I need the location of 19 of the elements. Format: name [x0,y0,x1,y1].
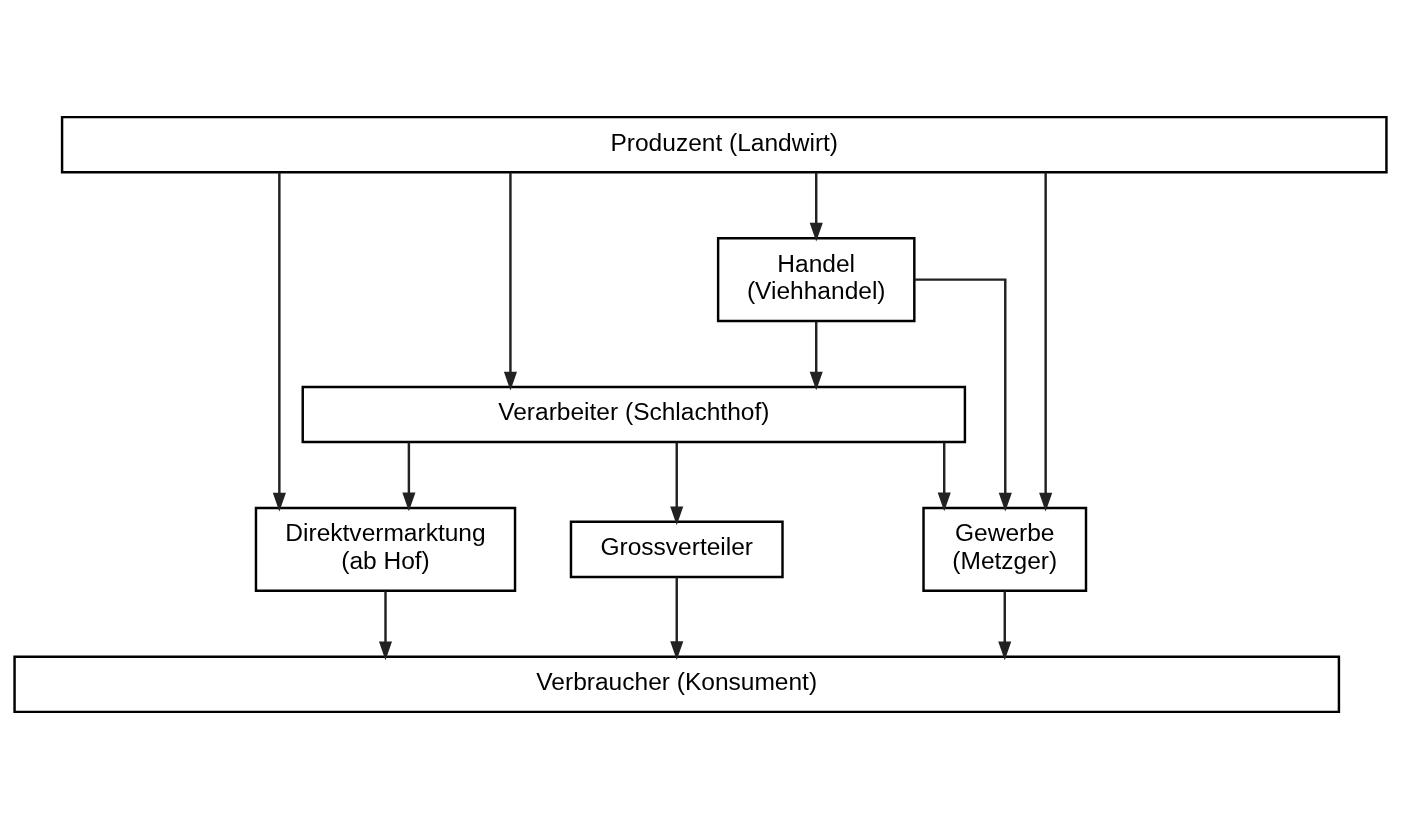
arrow [670,442,684,526]
arrow [809,321,823,391]
arrow [272,172,286,512]
arrow [503,172,517,391]
arrow [670,577,684,661]
arrow [937,442,951,512]
arrow [809,172,823,242]
node-box: Handel (Viehhandel) [716,237,916,323]
node-box: Produzent (Landwirt) [60,115,1388,174]
arrow [378,591,393,661]
node-box: Grossverteiler [569,520,784,579]
arrow [1039,172,1053,512]
node-box: Verarbeiter (Schlachthof) [301,385,967,444]
arrow [402,442,416,512]
arrow [998,591,1012,661]
node-box: Direktvermarktung (ab Hof) [254,506,517,592]
node-box: Verbraucher (Konsument) [13,655,1341,714]
arrow [914,278,1012,512]
node-box: Gewerbe (Metzger) [922,506,1088,592]
